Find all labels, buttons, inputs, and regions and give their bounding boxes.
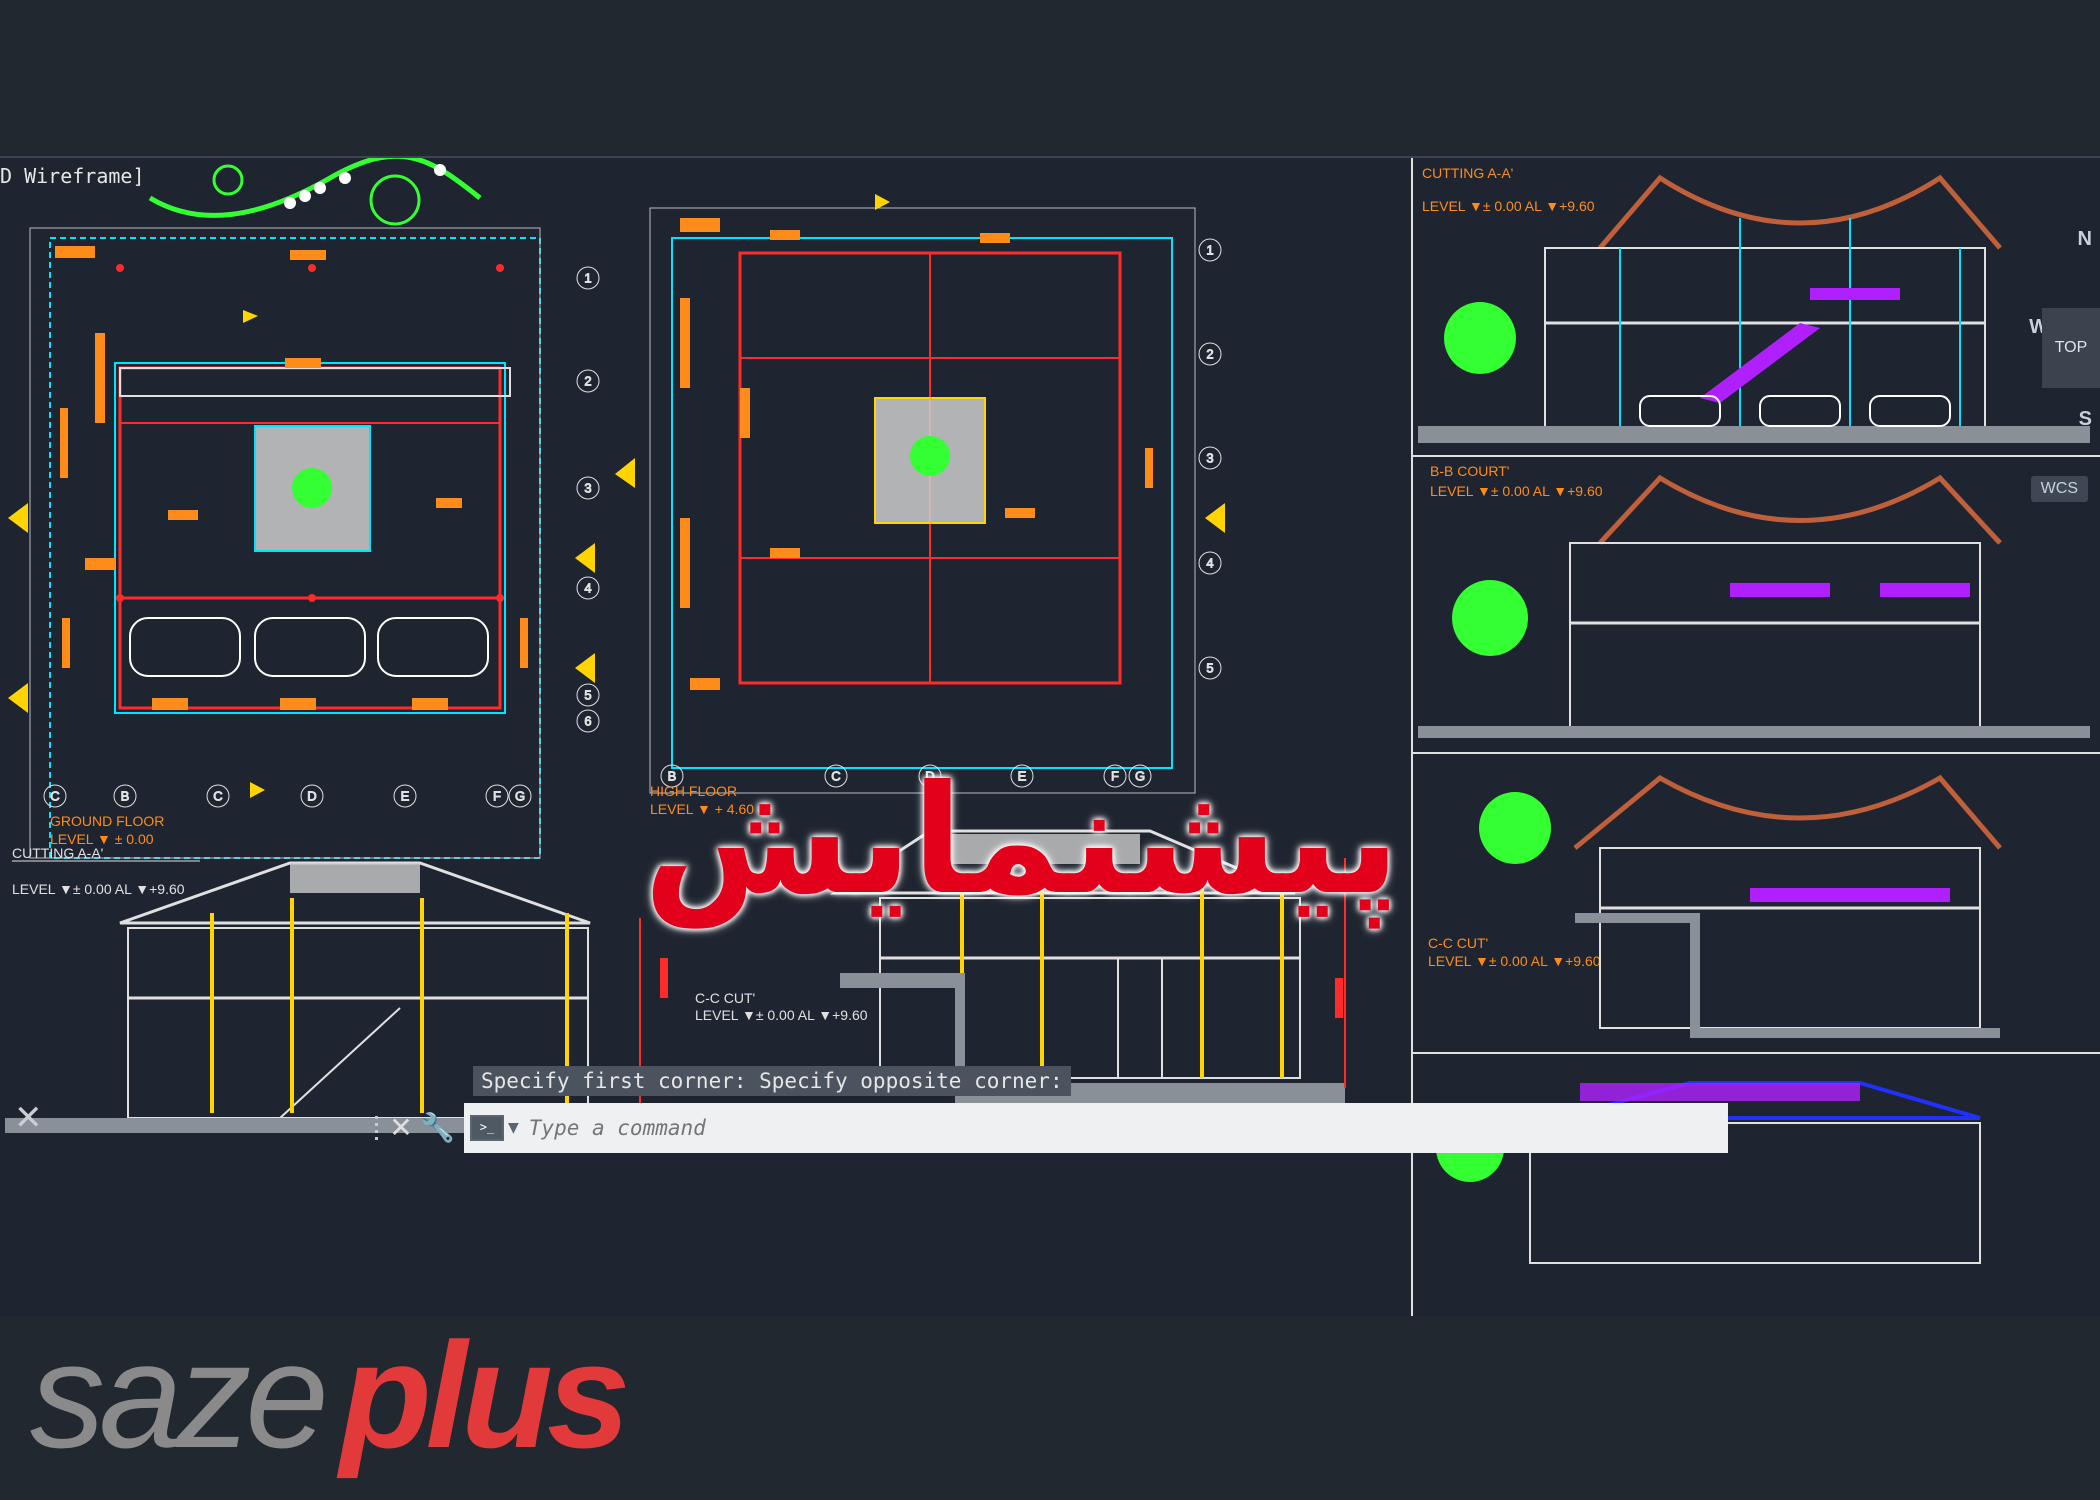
preview-overlay-title: پیشنمایش [643,754,1400,928]
command-history: Specify first corner: Specify opposite c… [473,1066,1071,1096]
high-floor-level: LEVEL ▼ + 4.60 [650,801,754,817]
grid-bubble-label: E [1018,769,1027,784]
grid-bubble-label: C [50,789,59,804]
section-cc-right-title: C-C CUT' [1428,935,1488,951]
section-cc-cut-mid: C-C CUT' LEVEL ▼± 0.00 AL ▼+9.60 [695,829,1346,1103]
grid-bubble-label: 1 [584,271,591,286]
high-floor-plan: 1 2 3 4 5 B C D E F G HIGH FLOOR LEVEL ▼ + 4.60 [615,194,1225,817]
viewcube-top-face[interactable]: TOP [2042,308,2100,388]
section-aa-left-title: CUTTING A-A' [12,845,103,861]
right-sections-panel: CUTTING A-A' LEVEL ▼± 0.00 AL ▼+9.60 B-B… [1411,158,2100,1318]
viewport-label[interactable]: D Wireframe] [0,164,145,188]
bottom-band [0,1316,2100,1500]
command-line[interactable]: >_ ▼ [464,1103,1728,1153]
grid-bubble-label: 6 [584,714,591,729]
compass-south[interactable]: S [2078,408,2092,430]
compass-north[interactable]: N [2077,228,2092,250]
section-aa-right-title: CUTTING A-A' [1422,165,1513,181]
grid-bubble-label: B [121,789,130,804]
ucs-badge[interactable]: WCS [2030,476,2088,502]
grid-bubble-label: B [668,769,677,784]
grid-bubble-label: 3 [584,481,591,496]
section-bb-title: B-B COURT' [1430,463,1509,479]
brand-part1: saze [30,1311,329,1479]
brand-logo: saze plus [30,1311,670,1479]
chevron-down-icon[interactable]: ▼ [508,1120,519,1136]
grid-bubble-label: 4 [584,581,591,596]
grid-bubble-label: 2 [584,374,591,389]
command-line-close-icon[interactable]: ✕ [389,1111,413,1144]
grid-bubble-label: G [515,789,525,804]
section-bb-level: LEVEL ▼± 0.00 AL ▼+9.60 [1430,483,1603,499]
grid-bubble-label: C [831,769,840,784]
command-prompt-icon[interactable]: >_ [470,1115,504,1141]
wrench-icon[interactable]: 🔧 [420,1111,455,1144]
grid-bubble-label: D [307,789,316,804]
command-input[interactable] [526,1115,1631,1141]
grid-bubble-label: F [1111,769,1119,784]
section-cc-right-level: LEVEL ▼± 0.00 AL ▼+9.60 [1428,953,1601,969]
high-floor-title: HIGH FLOOR [650,783,737,799]
ground-floor-title: GROUND FLOOR [50,813,164,829]
top-band [0,0,2100,156]
section-cc-mid-title: C-C CUT' [695,990,755,1006]
grid-bubble-label: G [1135,769,1145,784]
grid-bubble-label: 2 [1206,347,1213,362]
ground-floor-level: LEVEL ▼ ± 0.00 [50,831,154,847]
section-aa-left-level: LEVEL ▼± 0.00 AL ▼+9.60 [12,881,185,897]
grid-bubble-label: E [401,789,410,804]
grid-bubble-label: F [493,789,501,804]
grip-icon[interactable] [366,1103,386,1153]
grid-bubble-label: 1 [1206,243,1213,258]
grid-bubble-label: 5 [1206,661,1213,676]
grid-bubble-label: C [213,789,222,804]
grid-bubble-label: 5 [584,688,591,703]
close-icon[interactable]: ✕ [14,1098,43,1138]
grid-bubble-label: D [925,769,934,784]
brand-part2: plus [340,1311,630,1479]
section-aa-right-level: LEVEL ▼± 0.00 AL ▼+9.60 [1422,198,1595,214]
section-cc-mid-level: LEVEL ▼± 0.00 AL ▼+9.60 [695,1007,868,1023]
grid-bubble-label: 3 [1206,451,1213,466]
grid-bubble-label: 4 [1206,556,1213,571]
